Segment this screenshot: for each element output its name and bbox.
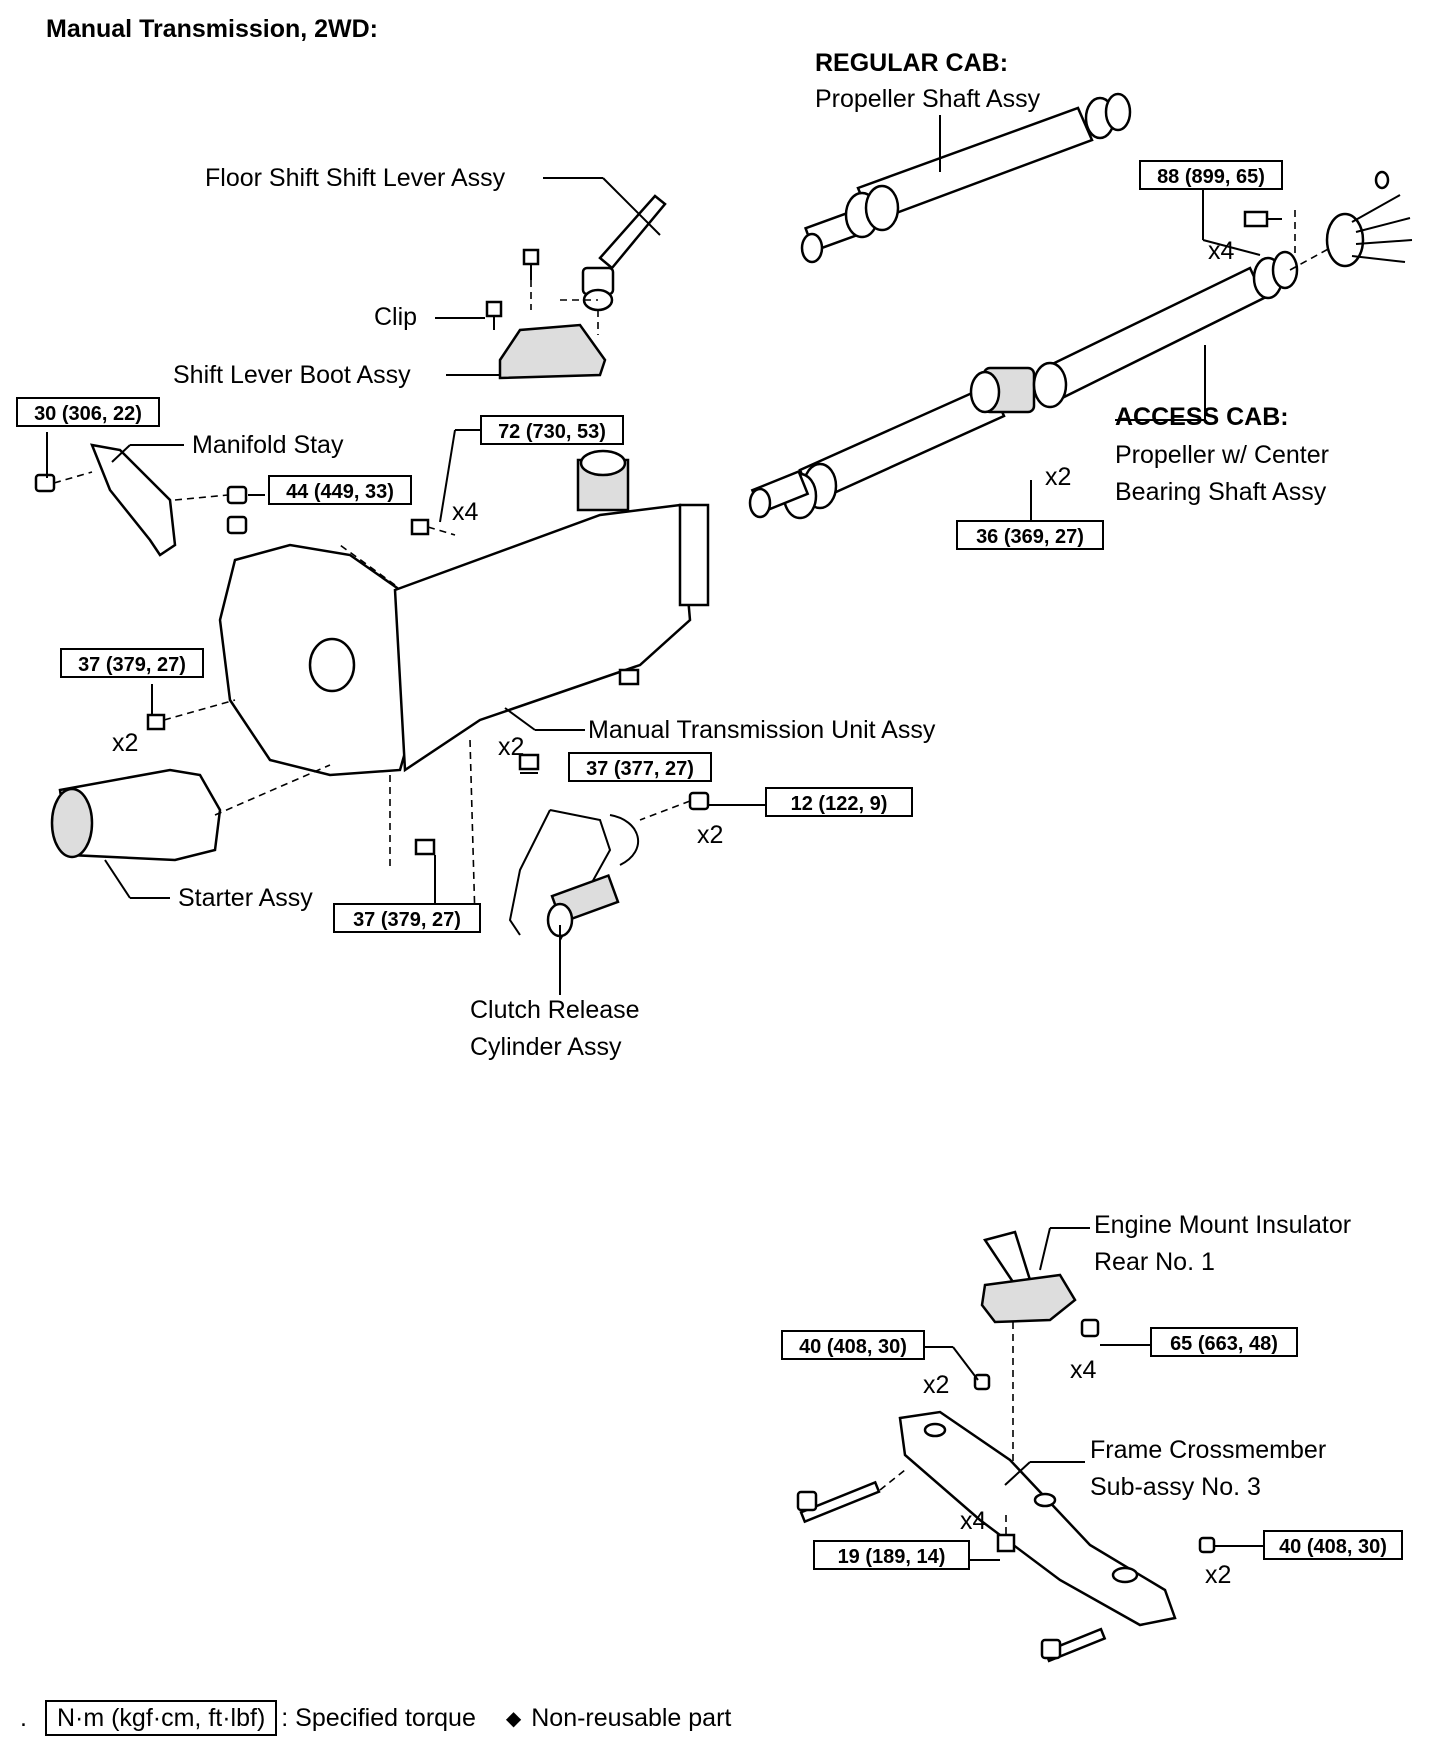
engine-mount-insulator <box>980 1230 1100 1470</box>
manifold-stay-label: Manifold Stay <box>192 431 344 459</box>
torque-box-65: 65 (663, 48) <box>1150 1327 1298 1357</box>
legend: . N·m (kgf·cm, ft·lbf) : Specified torqu… <box>20 1700 731 1736</box>
regular-cab-heading: REGULAR CAB: <box>815 49 1009 77</box>
clutch-label-line1: Clutch Release <box>470 996 640 1024</box>
regular-cab-propeller-shaft <box>800 92 1132 264</box>
access-cab-label-line2: Bearing Shaft Assy <box>1115 478 1327 506</box>
qty-19-x4: x4 <box>960 1507 987 1535</box>
transmission-housing <box>218 449 710 777</box>
page-title: Manual Transmission, 2WD: <box>46 15 379 43</box>
clutch-release-cylinder <box>389 739 710 941</box>
torque-box-40b: 40 (408, 30) <box>1263 1530 1403 1560</box>
clip-label: Clip <box>374 303 418 331</box>
crossmember-label-line1: Frame Crossmember <box>1090 1436 1327 1464</box>
starter-label: Starter Assy <box>178 884 313 912</box>
shift-lever-assembly <box>485 194 667 380</box>
qty-37a-x2: x2 <box>112 729 139 757</box>
qty-72-x4: x4 <box>452 498 479 526</box>
access-cab-propeller-shaft <box>748 170 1413 520</box>
diamond-icon: ◆ <box>505 1707 522 1730</box>
qty-trans-x2: x2 <box>498 733 525 761</box>
torque-box-88: 88 (899, 65) <box>1139 160 1283 190</box>
qty-65-x4: x4 <box>1070 1356 1097 1384</box>
crossmember-label-line2: Sub-assy No. 3 <box>1090 1473 1261 1501</box>
transmission-unit-label: Manual Transmission Unit Assy <box>588 716 936 744</box>
clutch-label-line2: Cylinder Assy <box>470 1033 622 1061</box>
torque-box-72: 72 (730, 53) <box>480 415 624 445</box>
torque-box-12: 12 (122, 9) <box>765 787 913 817</box>
qty-40b-x2: x2 <box>1205 1561 1232 1589</box>
qty-12-x2: x2 <box>697 821 724 849</box>
access-cab-label-line1: Propeller w/ Center <box>1115 441 1329 469</box>
shift-boot-label: Shift Lever Boot Assy <box>173 361 411 389</box>
torque-box-40a: 40 (408, 30) <box>781 1330 925 1360</box>
qty-40a-x2: x2 <box>923 1371 950 1399</box>
frame-crossmember <box>796 1373 1216 1663</box>
engine-mount-label-line1: Engine Mount Insulator <box>1094 1211 1352 1239</box>
qty-center-x2: x2 <box>1045 463 1072 491</box>
floor-shift-label: Floor Shift Shift Lever Assy <box>205 164 506 192</box>
legend-dot: . <box>20 1703 27 1732</box>
leader-lines <box>46 115 1265 1561</box>
torque-box-37c: 37 (379, 27) <box>333 903 481 933</box>
torque-box-37b: 37 (377, 27) <box>568 752 712 782</box>
torque-box-36: 36 (369, 27) <box>956 520 1104 550</box>
starter <box>50 699 331 862</box>
torque-box-44: 44 (449, 33) <box>268 475 412 505</box>
torque-box-19: 19 (189, 14) <box>813 1540 970 1570</box>
qty-prop-x4: x4 <box>1208 237 1235 265</box>
legend-nonreusable: Non-reusable part <box>531 1703 732 1732</box>
torque-box-37a: 37 (379, 27) <box>60 648 204 678</box>
legend-torque-desc: : Specified torque <box>281 1703 476 1732</box>
manifold-stay <box>34 443 248 557</box>
access-cab-heading: ACCESS CAB: <box>1115 403 1289 431</box>
engine-mount-label-line2: Rear No. 1 <box>1094 1248 1215 1276</box>
regular-cab-part-label: Propeller Shaft Assy <box>815 85 1041 113</box>
torque-box-30: 30 (306, 22) <box>16 397 160 427</box>
legend-torque-box: N·m (kgf·cm, ft·lbf) <box>44 1700 278 1736</box>
